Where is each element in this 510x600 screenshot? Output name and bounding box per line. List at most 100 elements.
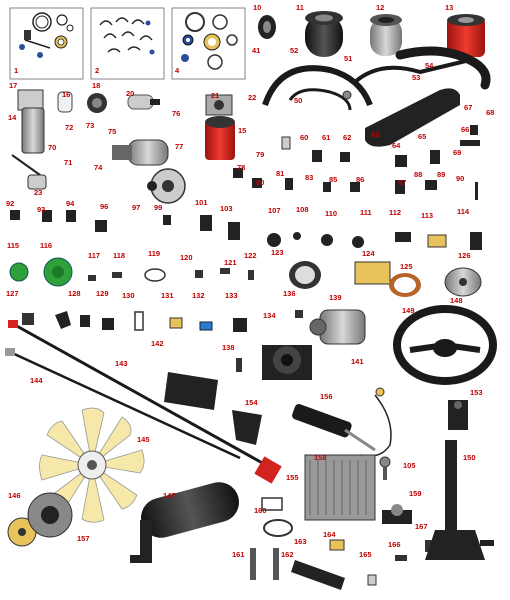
callout-label-138: 138 <box>222 343 235 352</box>
oil-filter-part <box>205 116 235 160</box>
callout-label-62: 62 <box>343 133 351 142</box>
battery-cable-part <box>8 320 282 484</box>
bracket-128 <box>80 315 90 327</box>
headlight-part <box>289 261 321 289</box>
callout-label-133: 133 <box>225 291 238 300</box>
callout-label-52: 52 <box>290 46 298 55</box>
callout-label-70: 70 <box>48 143 56 152</box>
callout-label-158: 158 <box>314 453 327 462</box>
callout-label-141: 141 <box>351 357 364 366</box>
callout-label-149: 149 <box>402 306 415 315</box>
tie-rod-end-part <box>379 456 391 480</box>
muffler-part <box>130 482 239 563</box>
callout-label-15: 15 <box>238 126 246 135</box>
callout-label-99: 99 <box>154 203 162 212</box>
callout-label-14: 14 <box>8 113 17 122</box>
callout-label-129: 129 <box>96 289 109 298</box>
callout-label-130: 130 <box>122 291 135 300</box>
inner-air-filter-part <box>370 14 402 56</box>
callout-label-117: 117 <box>88 251 100 260</box>
callout-label-76: 76 <box>172 109 180 118</box>
callout-label-11: 11 <box>296 3 304 12</box>
callout-label-63: 63 <box>371 130 379 139</box>
callout-label-136: 136 <box>283 289 296 298</box>
alternator-part <box>147 168 186 204</box>
steering-column-part <box>425 440 494 560</box>
mount-part <box>262 345 312 380</box>
callout-label-144: 144 <box>30 376 43 385</box>
rebuild-kit-box <box>171 7 246 80</box>
callout-label-4: 4 <box>175 66 180 75</box>
callout-label-116: 116 <box>40 241 52 250</box>
callout-label-157: 157 <box>77 534 90 543</box>
springs-part <box>250 548 279 580</box>
callout-label-75: 75 <box>108 127 116 136</box>
callout-label-108: 108 <box>296 205 309 214</box>
small-bolt-138 <box>236 358 242 372</box>
isolator-part <box>382 504 412 524</box>
callout-label-167: 167 <box>415 522 428 531</box>
starter-part <box>112 139 169 166</box>
throttle-cable-part <box>359 387 392 457</box>
callout-label-112: 112 <box>389 208 401 217</box>
callout-label-22: 22 <box>248 93 256 102</box>
callout-label-111: 111 <box>360 208 372 217</box>
small-bottom-parts <box>329 539 433 586</box>
callout-label-86: 86 <box>356 175 364 184</box>
pedal-part <box>164 372 218 410</box>
bracket-154 <box>232 410 262 445</box>
callout-label-72: 72 <box>65 123 73 132</box>
small-part-row-1 <box>10 125 480 240</box>
callout-label-20: 20 <box>126 89 134 98</box>
callout-label-155: 155 <box>286 473 299 482</box>
callout-label-153: 153 <box>470 388 483 397</box>
cap-part <box>57 91 73 113</box>
callout-label-41: 41 <box>252 46 260 55</box>
callout-label-89: 89 <box>437 170 445 179</box>
callout-label-110: 110 <box>325 209 337 218</box>
callout-label-159: 159 <box>409 489 422 498</box>
callout-label-87: 87 <box>398 178 406 187</box>
row-three-parts <box>22 310 303 332</box>
callout-label-68: 68 <box>486 108 494 117</box>
callout-label-12: 12 <box>376 3 384 12</box>
callout-label-154: 154 <box>245 398 258 407</box>
callout-label-10: 10 <box>253 3 261 12</box>
callout-label-119: 119 <box>148 249 160 258</box>
callout-label-81: 81 <box>276 169 284 178</box>
callout-label-164: 164 <box>323 530 336 539</box>
callout-label-150: 150 <box>463 453 476 462</box>
callout-label-113: 113 <box>421 211 433 220</box>
callout-label-127: 127 <box>6 289 19 298</box>
callout-label-166: 166 <box>388 540 401 549</box>
callout-label-94: 94 <box>66 199 75 208</box>
steering-wheel-part <box>393 305 497 385</box>
small-fittings <box>88 268 254 282</box>
callout-label-134: 134 <box>263 311 276 320</box>
callout-label-92: 92 <box>6 199 14 208</box>
hose-clamp-part <box>281 90 352 150</box>
callout-label-143: 143 <box>115 359 128 368</box>
callout-label-163: 163 <box>294 537 307 546</box>
callout-label-162: 162 <box>281 550 294 559</box>
step-part <box>291 560 345 590</box>
callout-label-146: 146 <box>8 491 21 500</box>
callout-label-124: 124 <box>362 249 375 258</box>
cover-plate-part <box>427 234 447 248</box>
callout-label-83: 83 <box>305 173 313 182</box>
ground-cable-part <box>5 348 241 460</box>
callout-label-54: 54 <box>425 61 434 70</box>
glow-plug-part <box>11 154 47 190</box>
callout-label-160: 160 <box>254 506 267 515</box>
callout-label-145: 145 <box>137 435 150 444</box>
callout-label-74: 74 <box>94 163 103 172</box>
intake-duct-part <box>365 88 460 147</box>
callout-label-120: 120 <box>180 253 193 262</box>
callout-label-61: 61 <box>322 133 330 142</box>
callout-label-125: 125 <box>400 262 413 271</box>
air-filter-part <box>305 11 343 57</box>
fuel-filter-part <box>17 89 45 154</box>
callout-label-165: 165 <box>359 550 372 559</box>
callout-label-114: 114 <box>457 207 470 216</box>
